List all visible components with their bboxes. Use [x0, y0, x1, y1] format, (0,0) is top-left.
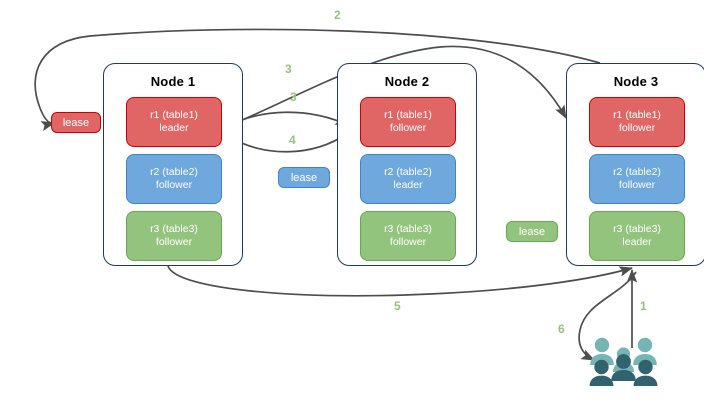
node-1-box[interactable]: Node 1 r1 (table1) leader r2 (table2) fo… — [103, 63, 243, 266]
node-3-title: Node 3 — [613, 74, 659, 89]
node-2-replica-r2-role: leader — [393, 179, 423, 191]
node-2-replica-r1[interactable]: r1 (table1) follower — [360, 97, 456, 147]
lease-badge-red[interactable]: lease — [51, 112, 101, 133]
node-3-replica-r3[interactable]: r3 (table3) leader — [589, 211, 685, 261]
node-2-replica-r3-name: r3 (table3) — [384, 223, 432, 235]
node-3-replica-r3-role: leader — [622, 236, 652, 248]
node-2-replica-r3-role: follower — [389, 236, 427, 248]
node-1-replica-r3-role: follower — [155, 236, 193, 248]
node-1-replica-r2-name: r2 (table2) — [150, 166, 198, 178]
users-icon — [589, 337, 658, 386]
node-1-replica-r3[interactable]: r3 (table3) follower — [126, 211, 222, 261]
node-3-replica-r1-name: r1 (table1) — [613, 109, 661, 121]
arrow-step-5 — [167, 265, 633, 297]
lease-badge-green[interactable]: lease — [506, 221, 558, 242]
node-2-replica-r2[interactable]: r2 (table2) leader — [360, 154, 456, 204]
node-2-replica-r1-name: r1 (table1) — [384, 109, 432, 121]
node-3-replica-r2[interactable]: r2 (table2) follower — [589, 154, 685, 204]
step-label-2: 2 — [334, 8, 341, 22]
node-3-replica-r2-role: follower — [618, 179, 656, 191]
node-3-replica-r3-name: r3 (table3) — [613, 223, 661, 235]
node-1-replica-r1[interactable]: r1 (table1) leader — [126, 97, 222, 147]
node-2-replica-r1-role: follower — [389, 122, 427, 134]
node-2-box[interactable]: Node 2 r1 (table1) follower r2 (table2) … — [337, 63, 477, 266]
node-3-box[interactable]: Node 3 r1 (table1) follower r2 (table2) … — [566, 63, 704, 266]
users-icon-front-left — [589, 359, 614, 386]
node-1-title: Node 1 — [150, 74, 196, 89]
node-3-replica-r1-role: follower — [618, 122, 656, 134]
arrow-step-4 — [227, 132, 349, 153]
lease-badge-blue[interactable]: lease — [278, 167, 330, 188]
step-label-5: 5 — [394, 299, 401, 313]
node-1-replica-r1-name: r1 (table1) — [150, 109, 198, 121]
node-1-replica-r1-role: leader — [159, 122, 189, 134]
node-3-replica-r1[interactable]: r1 (table1) follower — [589, 97, 685, 147]
step-label-1: 1 — [640, 299, 647, 313]
node-1-replica-r3-name: r3 (table3) — [150, 223, 198, 235]
node-2-replica-r3[interactable]: r3 (table3) follower — [360, 211, 456, 261]
node-3-replica-r2-name: r2 (table2) — [613, 166, 661, 178]
users-icon-front-right — [633, 359, 658, 386]
step-label-3a: 3 — [285, 62, 292, 76]
node-2-title: Node 2 — [384, 74, 430, 89]
step-label-4: 4 — [289, 133, 296, 147]
node-1-replica-r2[interactable]: r2 (table2) follower — [126, 154, 222, 204]
node-1-replica-r2-role: follower — [155, 179, 193, 191]
node-2-replica-r2-name: r2 (table2) — [384, 166, 432, 178]
step-label-3b: 3 — [290, 90, 297, 104]
step-label-6: 6 — [558, 322, 565, 336]
users-icon-front-center — [611, 354, 636, 381]
